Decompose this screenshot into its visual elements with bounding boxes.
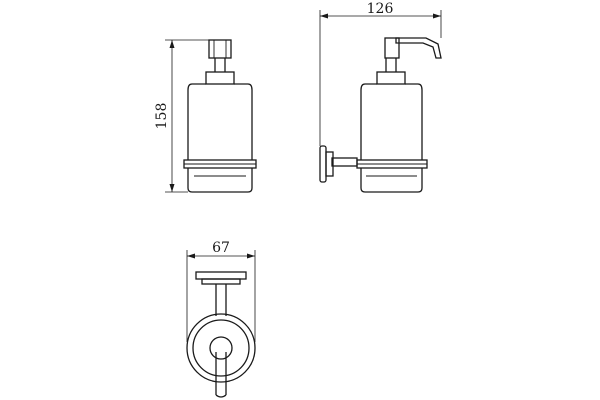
depth-dimension-label: 126 bbox=[367, 1, 394, 17]
front-pump-head bbox=[208, 39, 232, 59]
top-wall-plate bbox=[195, 271, 247, 280]
top-holder-inner-ring bbox=[192, 319, 250, 377]
side-pump-collar bbox=[376, 71, 406, 85]
front-bottle-shoulder bbox=[234, 83, 253, 91]
front-bottle-shoulder bbox=[187, 83, 206, 91]
side-bottle-shoulder bbox=[405, 83, 423, 91]
height-dimension-label: 158 bbox=[154, 103, 170, 130]
top-holder-outer-ring bbox=[186, 313, 256, 383]
top-view: 67 bbox=[186, 240, 256, 398]
top-wall-plate-base bbox=[201, 278, 241, 285]
front-pump-collar bbox=[205, 71, 235, 85]
width-dimension-label: 67 bbox=[212, 240, 230, 256]
top-pump-cap bbox=[209, 336, 233, 360]
side-pump-head bbox=[384, 37, 400, 59]
arrow-head bbox=[433, 13, 441, 19]
side-view: 126 bbox=[319, 1, 442, 193]
arrow-head bbox=[187, 253, 195, 259]
side-wall-flange bbox=[319, 145, 327, 183]
front-view: 158 bbox=[154, 39, 257, 193]
side-wall-arm bbox=[331, 157, 358, 167]
front-holder-cup bbox=[187, 168, 253, 193]
arrow-head bbox=[320, 13, 328, 19]
arrow-head bbox=[247, 253, 255, 259]
side-pump-nozzle bbox=[395, 37, 442, 59]
side-holder-cup bbox=[360, 168, 423, 193]
side-wall-flange-base bbox=[325, 151, 334, 177]
side-bottle-shoulder bbox=[360, 83, 377, 91]
top-nozzle bbox=[215, 352, 227, 395]
arrow-head bbox=[169, 40, 175, 48]
top-nozzle-tip bbox=[215, 394, 227, 398]
arrow-head bbox=[169, 184, 175, 192]
